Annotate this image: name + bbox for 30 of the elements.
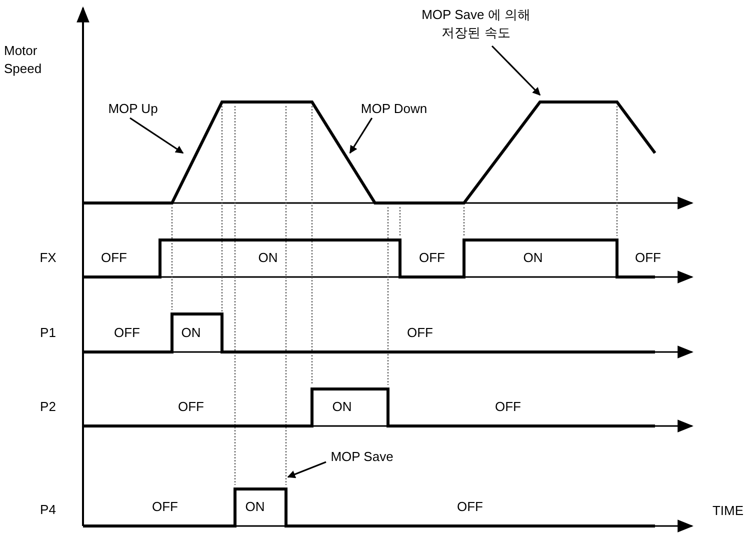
- leader-arrow: [287, 461, 326, 478]
- signal-name: P2: [40, 398, 56, 416]
- annotation-text: MOP Up: [98, 100, 168, 118]
- annotation-text: MOP Save: [326, 448, 398, 466]
- state-label: OFF: [419, 249, 445, 267]
- p4-signal-waveform: [83, 488, 655, 528]
- state-label: ON: [332, 398, 352, 416]
- state-label: OFF: [635, 249, 661, 267]
- state-label: ON: [523, 249, 543, 267]
- state-label: ON: [258, 249, 278, 267]
- axis-label: Motor Speed: [4, 42, 43, 78]
- axis-label: TIME: [712, 502, 744, 520]
- signal-name: FX: [40, 249, 56, 267]
- annotation-text: MOP Save 에 의해 저장된 속도: [420, 6, 532, 42]
- state-label: OFF: [178, 398, 204, 416]
- state-label: OFF: [495, 398, 521, 416]
- leader-arrow: [491, 45, 541, 96]
- state-label: OFF: [101, 249, 127, 267]
- state-label: OFF: [152, 498, 178, 516]
- signal-name: P1: [40, 324, 56, 342]
- motor-speed-waveform: [83, 100, 656, 204]
- state-label: OFF: [407, 324, 433, 342]
- state-label: ON: [181, 324, 201, 342]
- state-label: OFF: [114, 324, 140, 342]
- leader-arrow: [349, 118, 373, 154]
- state-label: OFF: [457, 498, 483, 516]
- state-label: ON: [245, 498, 265, 516]
- annotation-text: MOP Down: [348, 100, 440, 118]
- leader-arrow: [130, 117, 184, 154]
- signal-name: P4: [40, 501, 56, 519]
